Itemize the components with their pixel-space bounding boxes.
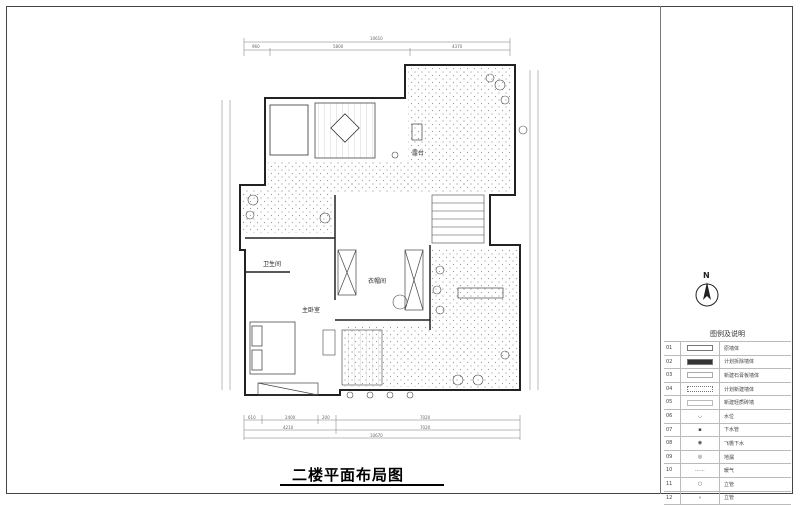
room-label-closet: 衣帽间 xyxy=(368,277,386,285)
radiator-icon: ⋯⋯ xyxy=(681,464,720,477)
dim-bottom-2: 2400 xyxy=(285,415,296,420)
legend-row: 09◎ 地漏 xyxy=(664,449,791,464)
legend-label: 计划新建墙体 xyxy=(724,386,755,393)
legend-label: 立管 xyxy=(724,495,735,502)
terrace-floor-top xyxy=(408,68,512,193)
room-label-terrace: 露台 xyxy=(412,149,424,157)
dim-top-total: 10610 xyxy=(370,36,383,41)
dim-bottom-1: 610 xyxy=(248,415,256,420)
corridor-floor xyxy=(268,160,408,193)
dim-bottom-3: 200 xyxy=(322,415,330,420)
legend-label: 新建轻质砖墙 xyxy=(724,400,755,407)
room-label-master-bedroom: 主卧室 xyxy=(302,306,320,314)
legend-no: 07 xyxy=(664,423,681,437)
drawing-frame xyxy=(6,6,793,494)
new-wall-swatch xyxy=(687,386,713,393)
legend-label: 新建石膏板墙体 xyxy=(724,372,760,379)
bed xyxy=(249,321,296,375)
dim-bottom-6: 7020 xyxy=(420,425,431,430)
compass-north-label: N xyxy=(703,271,710,280)
dim-bottom-4: 7020 xyxy=(420,415,431,420)
planter xyxy=(269,104,309,156)
legend-row: 08◉ 飞檐下水 xyxy=(664,436,791,450)
legend-no: 04 xyxy=(664,382,681,396)
dim-bottom-total: 10670 xyxy=(370,433,383,438)
legend-no: 05 xyxy=(664,396,681,409)
legend-row: 06◡ 水位 xyxy=(664,408,791,423)
plants xyxy=(245,73,528,399)
floor-drain-icon: ◎ xyxy=(681,450,720,464)
walls xyxy=(239,64,521,396)
dim-top-3: 4370 xyxy=(452,44,463,49)
top-dimensions xyxy=(243,38,511,56)
legend-row: 01 原墙体 xyxy=(664,341,791,355)
dim-bottom-5: 4210 xyxy=(283,425,294,430)
legend-no: 12 xyxy=(664,491,681,505)
legend-no: 01 xyxy=(664,342,681,355)
demolish-wall-swatch xyxy=(687,358,713,365)
legend-title: 图例及说明 xyxy=(710,330,745,338)
brick-wall-swatch xyxy=(687,399,713,406)
legend-label: 立管 xyxy=(724,481,735,488)
bench xyxy=(457,287,504,299)
drawing-title: 二楼平面布局图 xyxy=(292,466,405,484)
wardrobes xyxy=(257,249,424,396)
compass-icon: N xyxy=(695,271,719,307)
dim-top-1: 960 xyxy=(252,44,260,49)
lounge-chair xyxy=(411,123,423,141)
legend-no: 09 xyxy=(664,450,681,464)
title-underline xyxy=(280,484,444,486)
riser-icon: ○ xyxy=(681,477,720,491)
eave-drain-icon: ◉ xyxy=(681,437,720,450)
legend-row: 07▪ 下水管 xyxy=(664,422,791,437)
legend-label: 原墙体 xyxy=(724,345,740,352)
room-label-bathroom: 卫生间 xyxy=(263,260,281,268)
drain-pipe-icon: ▪ xyxy=(681,423,720,437)
title-block-divider xyxy=(660,6,661,494)
legend-no: 11 xyxy=(664,477,681,491)
legend-row: 11○ 立管 xyxy=(664,476,791,491)
legend-no: 03 xyxy=(664,369,681,382)
dim-top-2: 5800 xyxy=(333,44,344,49)
basin-icon: ◡ xyxy=(681,409,720,423)
original-wall-swatch xyxy=(687,345,713,352)
tv-cabinet xyxy=(322,329,336,356)
legend-row: 05 新建轻质砖墙 xyxy=(664,395,791,409)
interior-walls xyxy=(245,195,431,330)
bottom-dimensions xyxy=(243,415,521,440)
legend-row: 12∘ 立管 xyxy=(664,490,791,505)
terrace-floor-left xyxy=(243,188,333,233)
legend-label: 计划拆除墙体 xyxy=(724,359,755,366)
legend-label: 地漏 xyxy=(724,454,735,461)
legend-row: 03 新建石膏板墙体 xyxy=(664,368,791,382)
side-dimensions xyxy=(221,70,539,390)
legend-label: 下水管 xyxy=(724,427,740,434)
legend-no: 02 xyxy=(664,355,681,369)
legend-label: 暖气 xyxy=(724,468,735,475)
deck-bottom xyxy=(341,329,383,386)
legend-no: 06 xyxy=(664,409,681,423)
staircase xyxy=(431,194,485,244)
legend-row: 04 计划新建墙体 xyxy=(664,381,791,396)
gypsum-wall-swatch xyxy=(687,372,713,379)
legend-row: 10⋯⋯ 暖气 xyxy=(664,463,791,477)
legend-label: 飞檐下水 xyxy=(724,440,745,447)
legend-label: 水位 xyxy=(724,413,735,420)
terrace-floor-right xyxy=(430,248,518,388)
legend-no: 08 xyxy=(664,437,681,450)
table xyxy=(330,113,360,143)
riser-small-icon: ∘ xyxy=(681,491,720,505)
legend-no: 10 xyxy=(664,464,681,477)
legend-row: 02 计划拆除墙体 xyxy=(664,354,791,369)
